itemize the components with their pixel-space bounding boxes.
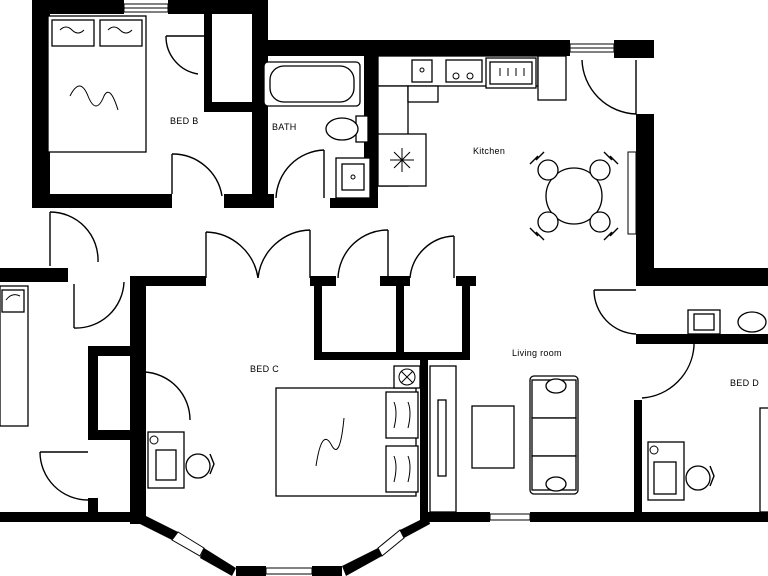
left-bed bbox=[0, 285, 29, 427]
label-bed-b: BED B bbox=[170, 116, 199, 126]
living-room-furniture bbox=[429, 365, 579, 513]
label-bath: BATH bbox=[272, 122, 297, 132]
label-kitchen: Kitchen bbox=[473, 146, 505, 156]
label-bed-d: BED D bbox=[730, 378, 759, 388]
walls bbox=[0, 0, 768, 524]
bed-b-bed bbox=[47, 15, 147, 153]
bed-c-bed bbox=[275, 365, 421, 497]
doors bbox=[39, 35, 695, 501]
bed-d-desk bbox=[647, 441, 715, 501]
kitchen-counter bbox=[377, 55, 567, 187]
label-bed-c: BED C bbox=[250, 364, 279, 374]
bed-d-bed bbox=[759, 407, 768, 513]
bed-d-bath-fixtures bbox=[687, 309, 767, 335]
bath-sink bbox=[335, 157, 371, 199]
room-labels: BED B BATH Kitchen BED C Living room BED… bbox=[170, 116, 759, 388]
bathtub bbox=[263, 61, 361, 107]
bay-window bbox=[136, 512, 430, 576]
bath-toilet bbox=[325, 115, 369, 143]
dining-table bbox=[529, 151, 619, 241]
label-living-room: Living room bbox=[512, 348, 562, 358]
windows bbox=[123, 3, 637, 521]
bed-c-desk bbox=[147, 431, 215, 489]
